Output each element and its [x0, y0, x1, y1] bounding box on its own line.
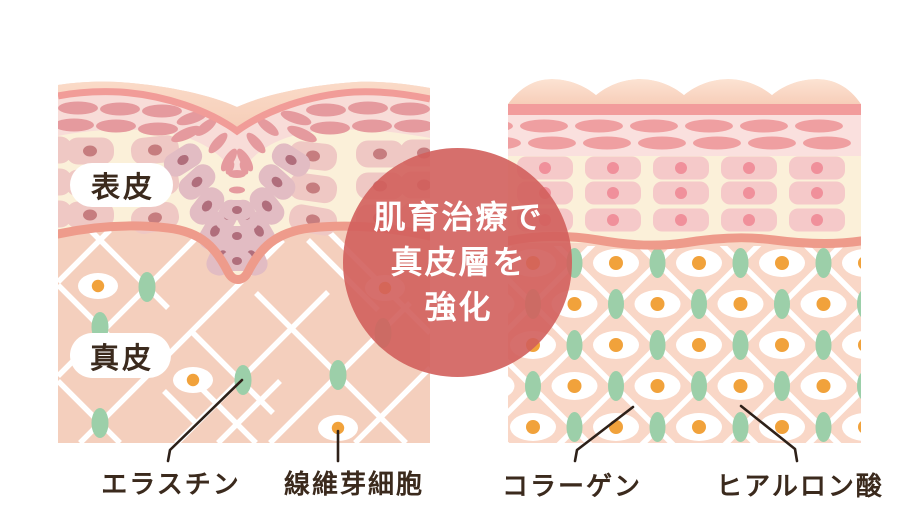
hyaluronic-acid-label: ヒアルロン酸 [716, 471, 884, 501]
collagen-leader-line [573, 405, 635, 463]
fibroblast-label: 線維芽細胞 [283, 469, 425, 499]
epidermis-label-pill: 表皮 [70, 163, 173, 207]
hyaluronic-leader-line [739, 404, 799, 463]
elastin-leader-line [166, 378, 244, 463]
badge-line-3: 強化 [424, 289, 493, 325]
epidermal-cells-right [517, 156, 845, 232]
badge-line-1: 肌育治療で [373, 199, 544, 235]
pink-streaks [58, 101, 430, 194]
granular-streaks-right [508, 119, 851, 150]
elastin-label: エラスチン [101, 469, 241, 499]
dermis-label-pill: 真皮 [70, 333, 171, 378]
annotation-leader-lines [166, 378, 799, 463]
collagen-label: コラーゲン [501, 471, 643, 501]
elastin-cells [91, 272, 392, 438]
badge-line-2: 真皮層を [390, 244, 527, 280]
treatment-callout-badge: 肌育治療で 真皮層を 強化 [343, 148, 572, 377]
